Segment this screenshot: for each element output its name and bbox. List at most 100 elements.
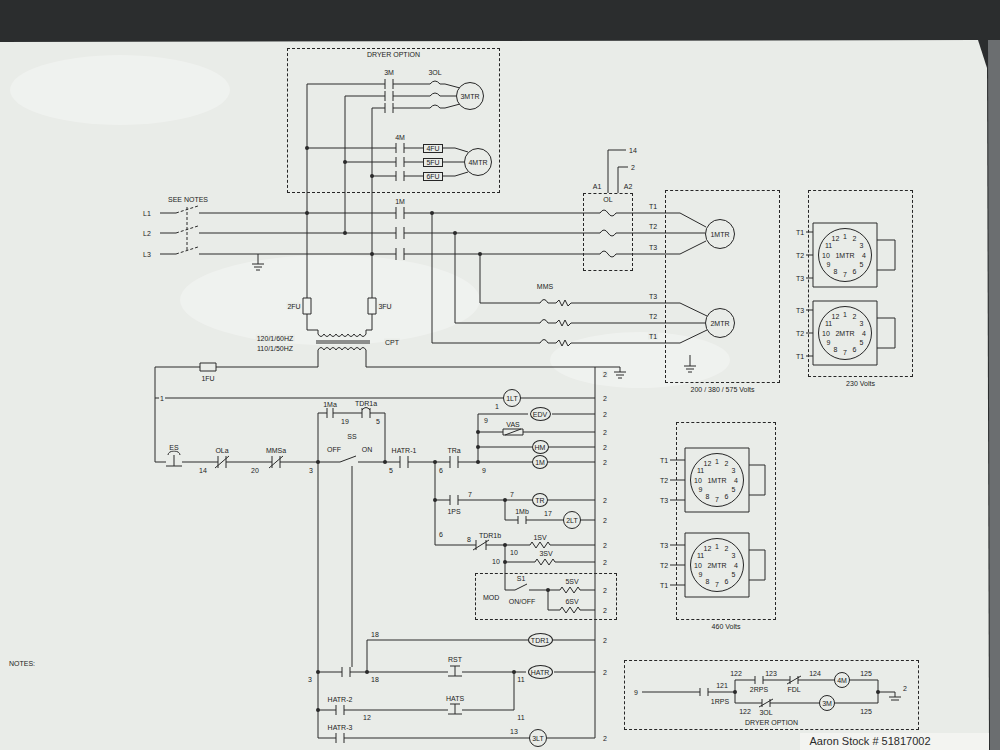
dryer-wire <box>307 79 468 254</box>
wire-label: HATR-3 <box>327 724 354 731</box>
wire-label: 2 <box>630 164 636 171</box>
wire-label: TDR1a <box>354 400 378 407</box>
device-symbol: 3MTR <box>456 82 484 110</box>
device-tag: 1LT <box>506 395 518 402</box>
wire-label: 2 <box>602 587 608 594</box>
wire-label: 11 <box>516 676 525 683</box>
fuse-box: 5FU <box>423 158 443 167</box>
device-symbol: 1MTR <box>705 219 735 249</box>
wire-label: T2 <box>659 477 669 484</box>
gloss <box>10 55 230 125</box>
wire-label: HATR-2 <box>327 696 354 703</box>
terminal-number: 1 <box>715 458 719 465</box>
wire-label: 12 <box>362 714 372 721</box>
dashed-region: 460 Volts1MTR1234567891011122MTR12345678… <box>676 422 776 620</box>
terminal-number: 6 <box>725 578 729 585</box>
terminal-number: 9 <box>699 486 703 493</box>
device-tag: 6FU <box>426 173 439 180</box>
device-tag: 5FU <box>426 159 439 166</box>
wire-label: FDL <box>786 686 801 693</box>
wire-label: VAS <box>505 421 521 428</box>
device-tag: 1M <box>535 459 545 466</box>
wire-label: 3SV <box>538 550 553 557</box>
terminal-number: 9 <box>827 261 831 268</box>
control-rung <box>435 462 595 613</box>
watermark: Aaron Stock # 51817002 <box>806 735 933 748</box>
gloss <box>550 332 730 388</box>
device-tag: 2MTR <box>835 330 854 337</box>
wire-label: 125 <box>859 670 873 677</box>
wire-label: T1 <box>795 353 805 360</box>
wire-label: T2 <box>659 562 669 569</box>
wire-label: 2 <box>602 559 608 566</box>
transformer <box>155 213 595 738</box>
terminal-number: 10 <box>822 330 830 337</box>
wire-label: 3M <box>383 69 395 76</box>
wire-label: 1Mb <box>514 508 530 515</box>
terminal-number: 8 <box>834 346 838 353</box>
device-tag: HM <box>535 444 546 451</box>
motor-connection <box>670 223 895 597</box>
terminal-number: 9 <box>827 339 831 346</box>
wire-label: 1FU <box>200 375 215 382</box>
terminal-number: 12 <box>704 545 712 552</box>
wire-label: 122 <box>738 708 752 715</box>
device-tag: 3LT <box>532 735 544 742</box>
terminal-number: 8 <box>834 268 838 275</box>
terminal-number: 12 <box>704 460 712 467</box>
terminal-number: 3 <box>732 467 736 474</box>
control-rung <box>318 462 595 743</box>
region-heading: DRYER OPTION <box>743 719 800 726</box>
wire-label: 123 <box>764 670 778 677</box>
wire-label: T3 <box>659 497 669 504</box>
wire-label: 14 <box>198 467 208 474</box>
wire-label: T1 <box>795 229 805 236</box>
wire-label: 18 <box>370 631 380 638</box>
wire-label: 2 <box>602 735 608 742</box>
wire-label: 13 <box>509 728 519 735</box>
wire-label: T1 <box>648 333 658 340</box>
wire-label: T2 <box>648 313 658 320</box>
wire-label: 4M <box>394 134 406 141</box>
wire-label: 7 <box>509 491 515 498</box>
terminal-number: 4 <box>862 330 866 337</box>
control-rung <box>155 398 595 468</box>
device-tag: 2LT <box>566 517 578 524</box>
wire-label: 2 <box>902 685 908 692</box>
wire-label: L3 <box>142 251 152 258</box>
watermark-patch <box>800 733 989 750</box>
terminal-number: 12 <box>832 313 840 320</box>
wire-label: 125 <box>859 708 873 715</box>
wire-label: 5 <box>375 418 381 425</box>
terminal-number: 10 <box>694 562 702 569</box>
wire-label: 3OL <box>758 709 773 716</box>
wire-label: T1 <box>648 203 658 210</box>
laminated-sheet <box>0 40 989 750</box>
device-tag: 2MTR <box>707 562 726 569</box>
fuse-box: 6FU <box>423 172 443 181</box>
wire-label: 3 <box>307 676 313 683</box>
ground-symbol <box>252 254 901 700</box>
wire-label: 122 <box>729 670 743 677</box>
terminal-number: 8 <box>706 493 710 500</box>
wire-label: 120/1/60HZ <box>256 335 295 342</box>
terminal-number: 3 <box>732 552 736 559</box>
wire-label: 6 <box>438 531 444 538</box>
wire-label: 1M <box>394 198 406 205</box>
device-tag: 2MTR <box>710 320 729 327</box>
terminal-number: 7 <box>715 496 719 503</box>
region-heading: DRYER OPTION <box>365 51 422 58</box>
wire-label: 2 <box>602 411 608 418</box>
wire-label: 1RPS <box>710 698 730 705</box>
wire-label: 7 <box>467 491 473 498</box>
device-symbol: HM <box>532 440 549 454</box>
device-tag: 4M <box>837 677 847 684</box>
wire-label: 9 <box>481 467 487 474</box>
wire-label: S1 <box>516 575 527 582</box>
wire-label: T1 <box>659 457 669 464</box>
contactor-contacts <box>396 207 404 260</box>
region-heading: 460 Volts <box>710 623 743 630</box>
wire-label: 2 <box>602 395 608 402</box>
device-tag: 4FU <box>426 145 439 152</box>
